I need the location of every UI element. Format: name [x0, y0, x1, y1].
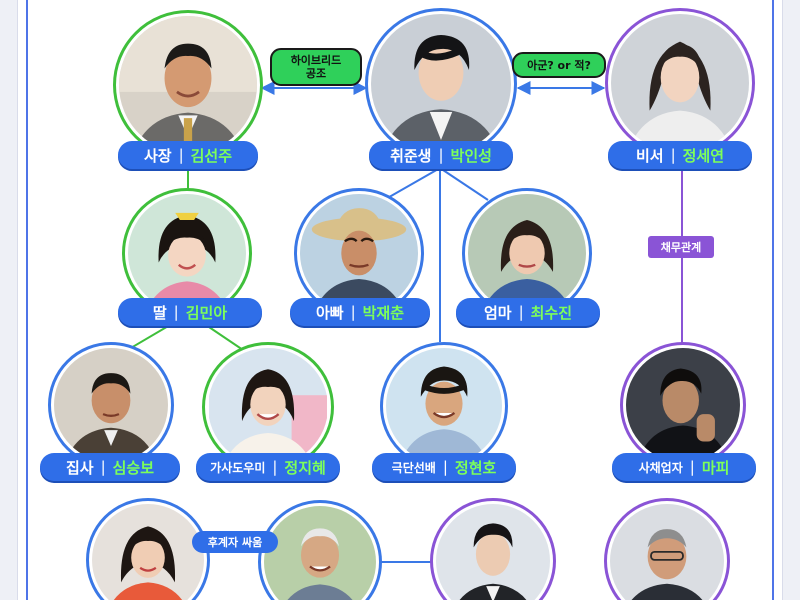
avatar-dad	[294, 188, 424, 318]
pill-boss: 사장 | 김선주	[118, 141, 258, 169]
separator: |	[438, 146, 444, 164]
pill-senior: 극단선배 | 정현호	[372, 453, 516, 481]
pill-dad: 아빠 | 박재춘	[290, 298, 430, 326]
avatar-senior	[380, 342, 508, 470]
portrait-daughter	[128, 194, 246, 312]
role-label: 엄마	[483, 303, 512, 322]
separator: |	[518, 303, 524, 321]
separator: |	[689, 458, 695, 476]
tag-succession-text: 후계자 싸움	[207, 536, 263, 549]
tag-debt-text: 채무관계	[660, 241, 702, 254]
separator: |	[350, 303, 356, 321]
name-label: 박재춘	[362, 303, 405, 322]
avatar-secretary	[605, 8, 755, 158]
line-jobseeker-mom	[439, 167, 489, 201]
name-label: 정지혜	[284, 458, 326, 477]
portrait-secretary	[611, 14, 749, 152]
role-label: 취준생	[390, 146, 432, 165]
avatar-bottom-3	[430, 498, 556, 600]
portrait-bottom-1	[92, 504, 204, 600]
portrait-jobseeker	[371, 14, 511, 154]
portrait-boss	[119, 16, 257, 154]
avatar-bottom-2	[258, 500, 382, 600]
portrait-housekeeper	[209, 348, 327, 466]
avatar-housekeeper	[202, 342, 334, 472]
name-label: 김민아	[185, 303, 228, 322]
name-label: 최수진	[530, 303, 573, 322]
tag-ally-or-enemy-text: 아군? or 적?	[527, 59, 591, 72]
name-label: 마피	[701, 458, 730, 477]
role-label: 비서	[635, 146, 664, 165]
avatar-loanshark	[620, 342, 746, 468]
name-label: 심승보	[112, 458, 155, 477]
tag-debt: 채무관계	[648, 236, 714, 258]
portrait-bottom-4	[610, 504, 724, 600]
line-jobseeker-dad	[383, 167, 441, 201]
role-label: 아빠	[315, 303, 344, 322]
separator: |	[100, 458, 106, 476]
portrait-butler	[54, 348, 168, 462]
pill-mom: 엄마 | 최수진	[456, 298, 600, 326]
portrait-mom	[468, 194, 586, 312]
portrait-dad	[300, 194, 418, 312]
avatar-boss	[113, 10, 263, 160]
role-label: 딸	[152, 303, 167, 322]
role-label: 가사도우미	[210, 460, 266, 475]
role-label: 집사	[65, 458, 94, 477]
portrait-bottom-3	[436, 504, 550, 600]
pill-jobseeker: 취준생 | 박인성	[369, 141, 513, 169]
frame-border-right	[772, 0, 774, 600]
separator: |	[442, 458, 448, 476]
name-label: 정세연	[682, 146, 725, 165]
pill-butler: 집사 | 심승보	[40, 453, 180, 481]
portrait-loanshark	[626, 348, 740, 462]
avatar-daughter	[122, 188, 252, 318]
pill-loanshark: 사채업자 | 마피	[612, 453, 756, 481]
separator: |	[272, 458, 278, 476]
separator: |	[178, 146, 184, 164]
avatar-bottom-1	[86, 498, 210, 600]
portrait-bottom-2	[264, 506, 376, 600]
name-label: 김선주	[190, 146, 233, 165]
tag-ally-or-enemy: 아군? or 적?	[512, 52, 606, 78]
role-label: 사장	[143, 146, 172, 165]
portrait-senior	[386, 348, 502, 464]
avatar-jobseeker	[365, 8, 517, 160]
separator: |	[670, 146, 676, 164]
separator: |	[173, 303, 179, 321]
tag-succession: 후계자 싸움	[192, 531, 278, 553]
role-label: 사채업자	[638, 460, 683, 475]
frame-border-left	[26, 0, 28, 600]
avatar-bottom-4	[604, 498, 730, 600]
name-label: 정현호	[454, 458, 497, 477]
role-label: 극단선배	[391, 460, 436, 475]
tag-hybrid: 하이브리드 공조	[270, 48, 362, 86]
pill-daughter: 딸 | 김민아	[118, 298, 262, 326]
tag-hybrid-line1: 하이브리드	[290, 54, 342, 67]
pill-housekeeper: 가사도우미 | 정지혜	[196, 453, 340, 481]
pill-secretary: 비서 | 정세연	[608, 141, 752, 169]
tag-hybrid-line2: 공조	[305, 67, 327, 80]
name-label: 박인성	[450, 146, 492, 165]
avatar-butler	[48, 342, 174, 468]
